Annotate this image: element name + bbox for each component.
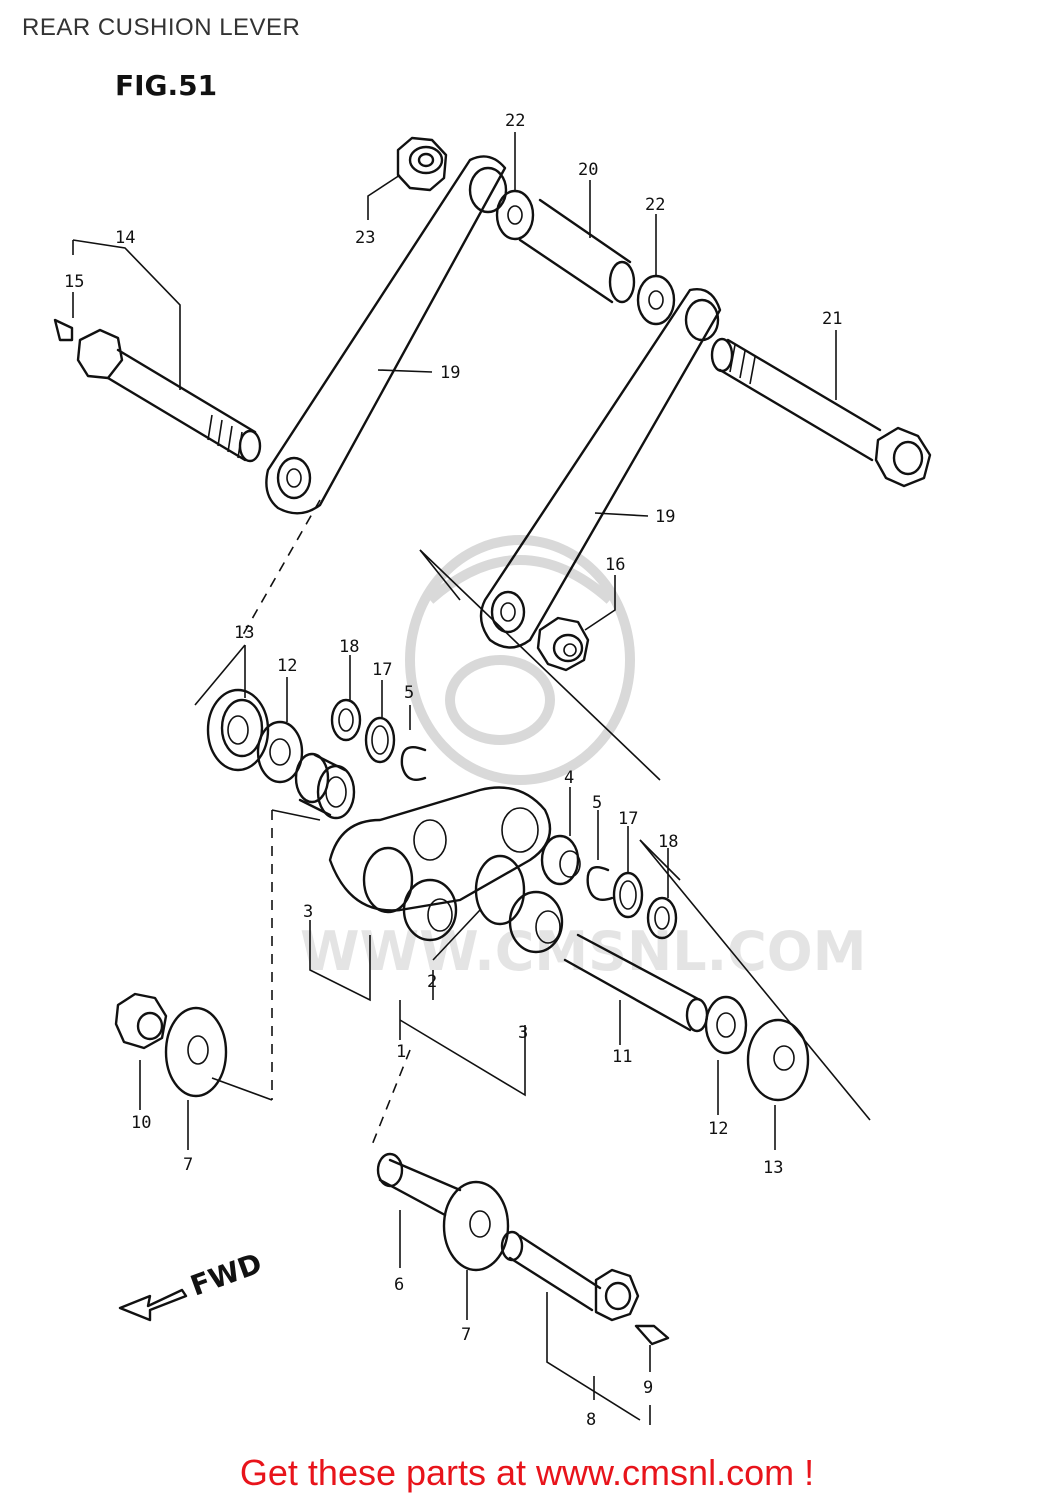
callout-22-right: 22 bbox=[645, 195, 665, 215]
callout-5-left: 5 bbox=[404, 683, 414, 703]
part-20-sleeve bbox=[518, 198, 636, 304]
part-13-dust-seal-right bbox=[746, 1018, 810, 1102]
figure-label: FIG.51 bbox=[115, 69, 217, 102]
callout-7-bottom: 7 bbox=[461, 1325, 471, 1345]
callout-15: 15 bbox=[64, 272, 84, 292]
callout-19-bottom: 19 bbox=[655, 507, 675, 527]
page-title: REAR CUSHION LEVER bbox=[22, 14, 301, 41]
callout-6: 6 bbox=[394, 1275, 404, 1295]
callout-7-left: 7 bbox=[183, 1155, 193, 1175]
callout-18-left: 18 bbox=[339, 637, 359, 657]
watermark-text: WWW.CMSNL.COM bbox=[300, 920, 866, 983]
forward-direction-arrow-icon bbox=[118, 1288, 188, 1322]
callout-5-right: 5 bbox=[592, 793, 602, 813]
callout-9: 9 bbox=[643, 1378, 653, 1398]
part-19-link-rod-left bbox=[265, 155, 508, 515]
callout-17-right: 17 bbox=[618, 809, 638, 829]
callout-8: 8 bbox=[586, 1410, 596, 1430]
part-5-circlip-right bbox=[586, 865, 614, 902]
callout-12-right: 12 bbox=[708, 1119, 728, 1139]
callout-23: 23 bbox=[355, 228, 375, 248]
leader-lines bbox=[72, 132, 871, 1425]
part-3-bearing-left bbox=[294, 752, 356, 820]
part-9-grease-fitting bbox=[634, 1324, 670, 1346]
part-4-bearing bbox=[540, 834, 581, 886]
callout-20: 20 bbox=[578, 160, 598, 180]
part-17-seal-left bbox=[364, 716, 396, 764]
part-3-bearing-right bbox=[508, 890, 564, 954]
footer-link[interactable]: Get these parts at www.cmsnl.com ! bbox=[239, 1452, 815, 1493]
callout-3-right: 3 bbox=[518, 1023, 528, 1043]
part-10-nut bbox=[114, 992, 168, 1050]
callout-13-right: 13 bbox=[763, 1158, 783, 1178]
part-13-dust-seal-left bbox=[206, 688, 270, 772]
part-5-circlip-left bbox=[400, 745, 427, 782]
callout-18-right: 18 bbox=[658, 832, 678, 852]
callout-13-left: 13 bbox=[234, 623, 254, 643]
callout-21: 21 bbox=[822, 309, 842, 329]
part-23-nut bbox=[396, 136, 448, 192]
watermark: WWW.CMSNL.COM bbox=[300, 535, 866, 983]
part-12-washer-left bbox=[256, 720, 304, 784]
part-1-cushion-lever bbox=[328, 786, 552, 926]
callout-22-top: 22 bbox=[505, 111, 525, 131]
part-18-spacer-right bbox=[646, 896, 678, 940]
part-22-washer-right bbox=[636, 274, 676, 326]
part-16-nut bbox=[536, 616, 590, 672]
part-15-grease-fitting bbox=[53, 318, 74, 342]
part-2-needle-bearing bbox=[402, 878, 458, 942]
callout-16: 16 bbox=[605, 555, 625, 575]
part-7-washer-bottom bbox=[442, 1180, 510, 1272]
callout-10: 10 bbox=[131, 1113, 151, 1133]
callout-labels: 14 15 23 22 20 22 21 19 19 16 13 12 18 1… bbox=[64, 111, 842, 1430]
callout-17-left: 17 bbox=[372, 660, 392, 680]
callout-12-left: 12 bbox=[277, 656, 297, 676]
callout-11: 11 bbox=[612, 1047, 632, 1067]
callout-1: 1 bbox=[396, 1042, 406, 1062]
callout-4: 4 bbox=[564, 768, 574, 788]
exploded-parts-diagram: WWW.CMSNL.COM FIG.51 bbox=[53, 69, 932, 1430]
part-19-link-rod-right bbox=[479, 288, 722, 649]
part-12-washer-right bbox=[704, 995, 748, 1055]
callout-3-left: 3 bbox=[303, 902, 313, 922]
callout-19-top: 19 bbox=[440, 363, 460, 383]
part-6-sleeve bbox=[376, 1152, 462, 1217]
callout-2: 2 bbox=[427, 972, 437, 992]
part-18-spacer-left bbox=[330, 698, 362, 742]
part-17-seal-right bbox=[612, 871, 644, 919]
callout-14: 14 bbox=[115, 228, 135, 248]
part-21-bolt bbox=[710, 337, 932, 488]
part-22-washer-top bbox=[495, 189, 535, 241]
part-14-bolt bbox=[76, 328, 262, 463]
part-8-bolt bbox=[500, 1230, 640, 1322]
forward-direction-label: FWD bbox=[186, 1247, 266, 1303]
part-7-washer-left bbox=[164, 1006, 228, 1098]
